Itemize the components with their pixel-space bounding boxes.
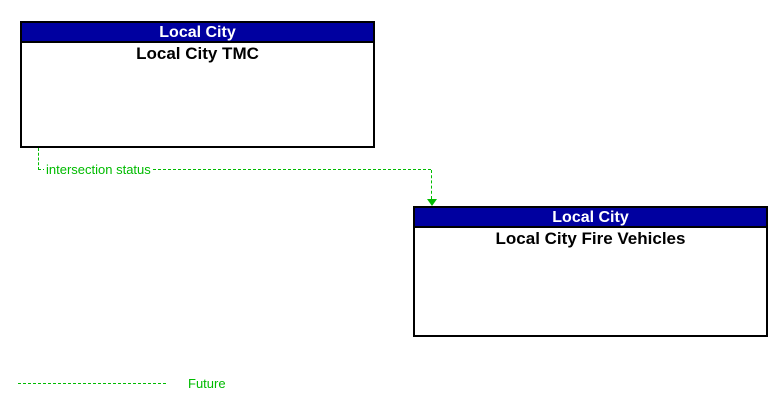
entity-header: Local City (22, 23, 373, 43)
connector-segment-horizontal (38, 169, 431, 170)
connector-segment-vertical-start (38, 148, 39, 170)
arrowhead-down-icon (427, 199, 437, 206)
flow-label[interactable]: intersection status (44, 162, 153, 177)
legend-label-future: Future (188, 376, 226, 391)
entity-title: Local City TMC (136, 44, 259, 63)
entity-box-local-city-fire-vehicles[interactable]: Local City Local City Fire Vehicles (413, 206, 768, 337)
connector-segment-vertical-end (431, 170, 432, 199)
legend-dashed-line (18, 383, 166, 384)
entity-title: Local City Fire Vehicles (495, 229, 686, 248)
entity-box-local-city-tmc[interactable]: Local City Local City TMC (20, 21, 375, 148)
entity-header: Local City (415, 208, 766, 228)
